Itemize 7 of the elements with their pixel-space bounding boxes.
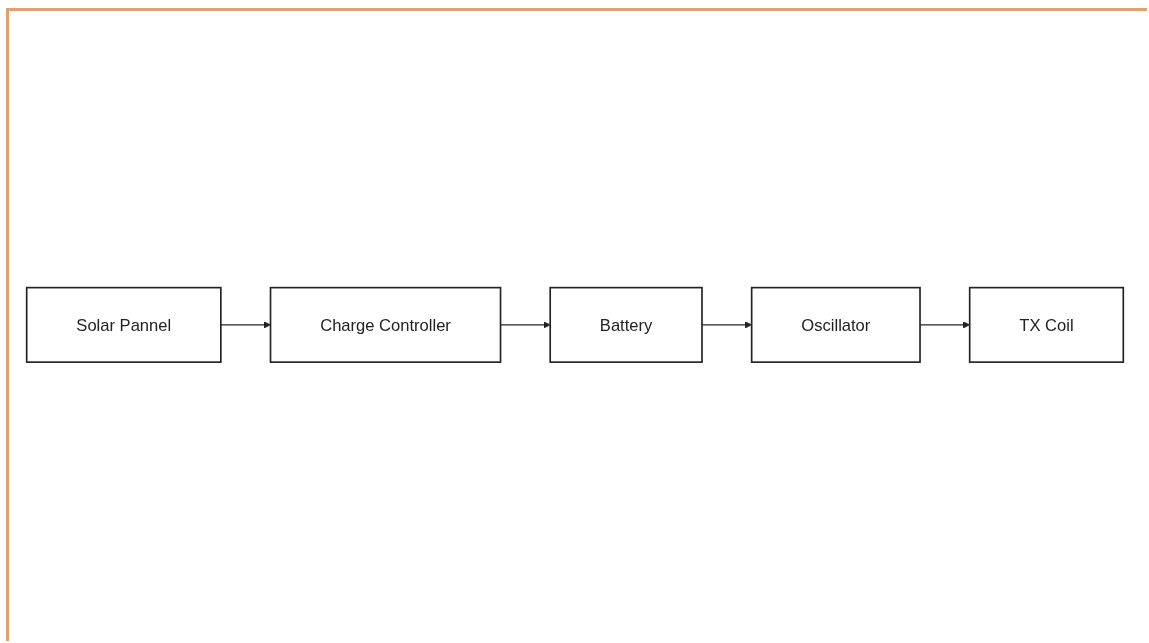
node-box: TX Coil [968,286,1125,364]
node-box: Solar Pannel [25,286,222,364]
arrow [220,321,271,329]
node-box: Charge Controller [269,286,502,364]
node-box: Oscillator [750,286,921,364]
node-box: Battery [549,286,703,364]
arrow [701,321,752,329]
